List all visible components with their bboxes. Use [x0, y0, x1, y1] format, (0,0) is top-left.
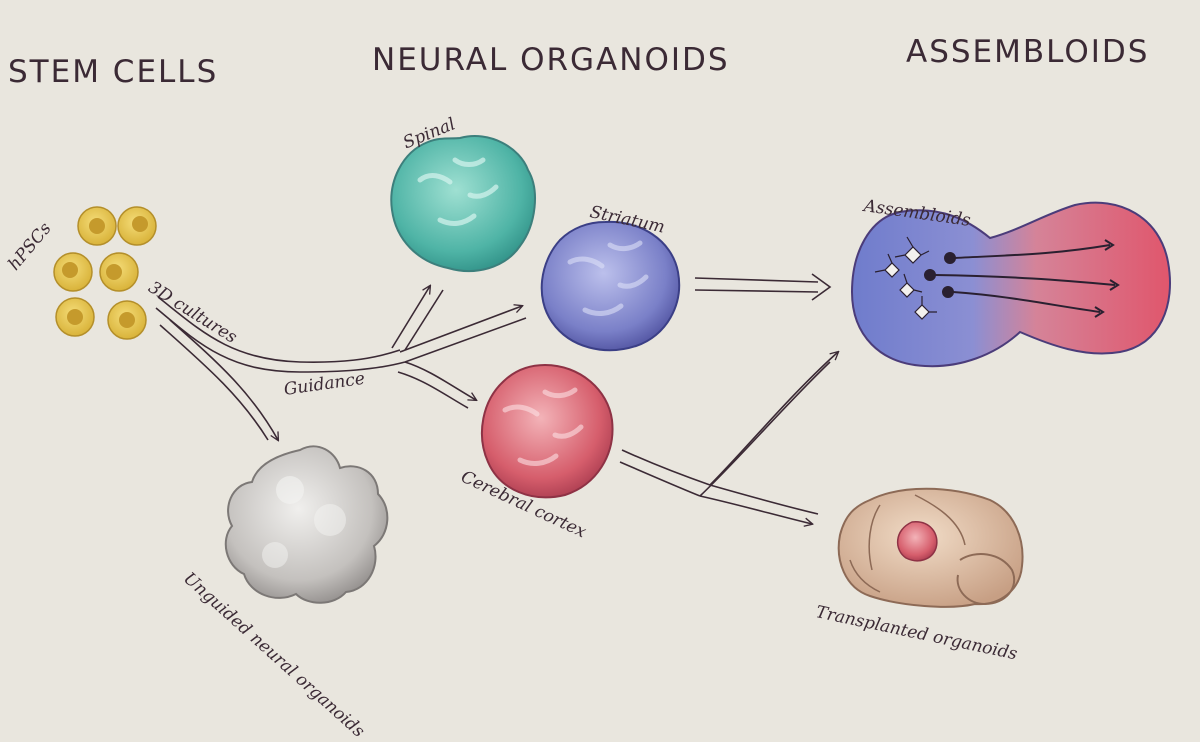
stem-cells-cluster	[53, 206, 157, 340]
guidance-arrows	[155, 286, 527, 440]
stem-cell	[77, 206, 117, 246]
stem-cell	[107, 300, 147, 340]
diagram-artwork	[53, 135, 1171, 608]
stem-cell	[117, 206, 157, 246]
heading-stem-cells: STEM CELLS	[8, 54, 219, 90]
diagram-canvas: STEM CELLS NEURAL ORGANOIDS ASSEMBLOIDS …	[4, 34, 1171, 742]
neuron-cells	[874, 236, 937, 320]
cortex-organoid	[481, 363, 614, 499]
spinal-organoid	[390, 135, 536, 272]
heading-assembloids: ASSEMBLOIDS	[906, 34, 1150, 70]
stem-cell	[53, 252, 93, 292]
cortex-branch-arrows	[619, 352, 838, 524]
striatum-to-assembloid-arrow	[694, 273, 832, 301]
transplanted-brain	[837, 487, 1024, 608]
stem-cell	[99, 252, 139, 292]
striatum-organoid	[540, 220, 681, 352]
assembloid	[850, 201, 1171, 368]
neuron-axons	[924, 239, 1120, 318]
unguided-organoid	[224, 445, 389, 604]
stem-cell	[55, 297, 95, 337]
heading-neural-organoids: NEURAL ORGANOIDS	[372, 42, 730, 78]
